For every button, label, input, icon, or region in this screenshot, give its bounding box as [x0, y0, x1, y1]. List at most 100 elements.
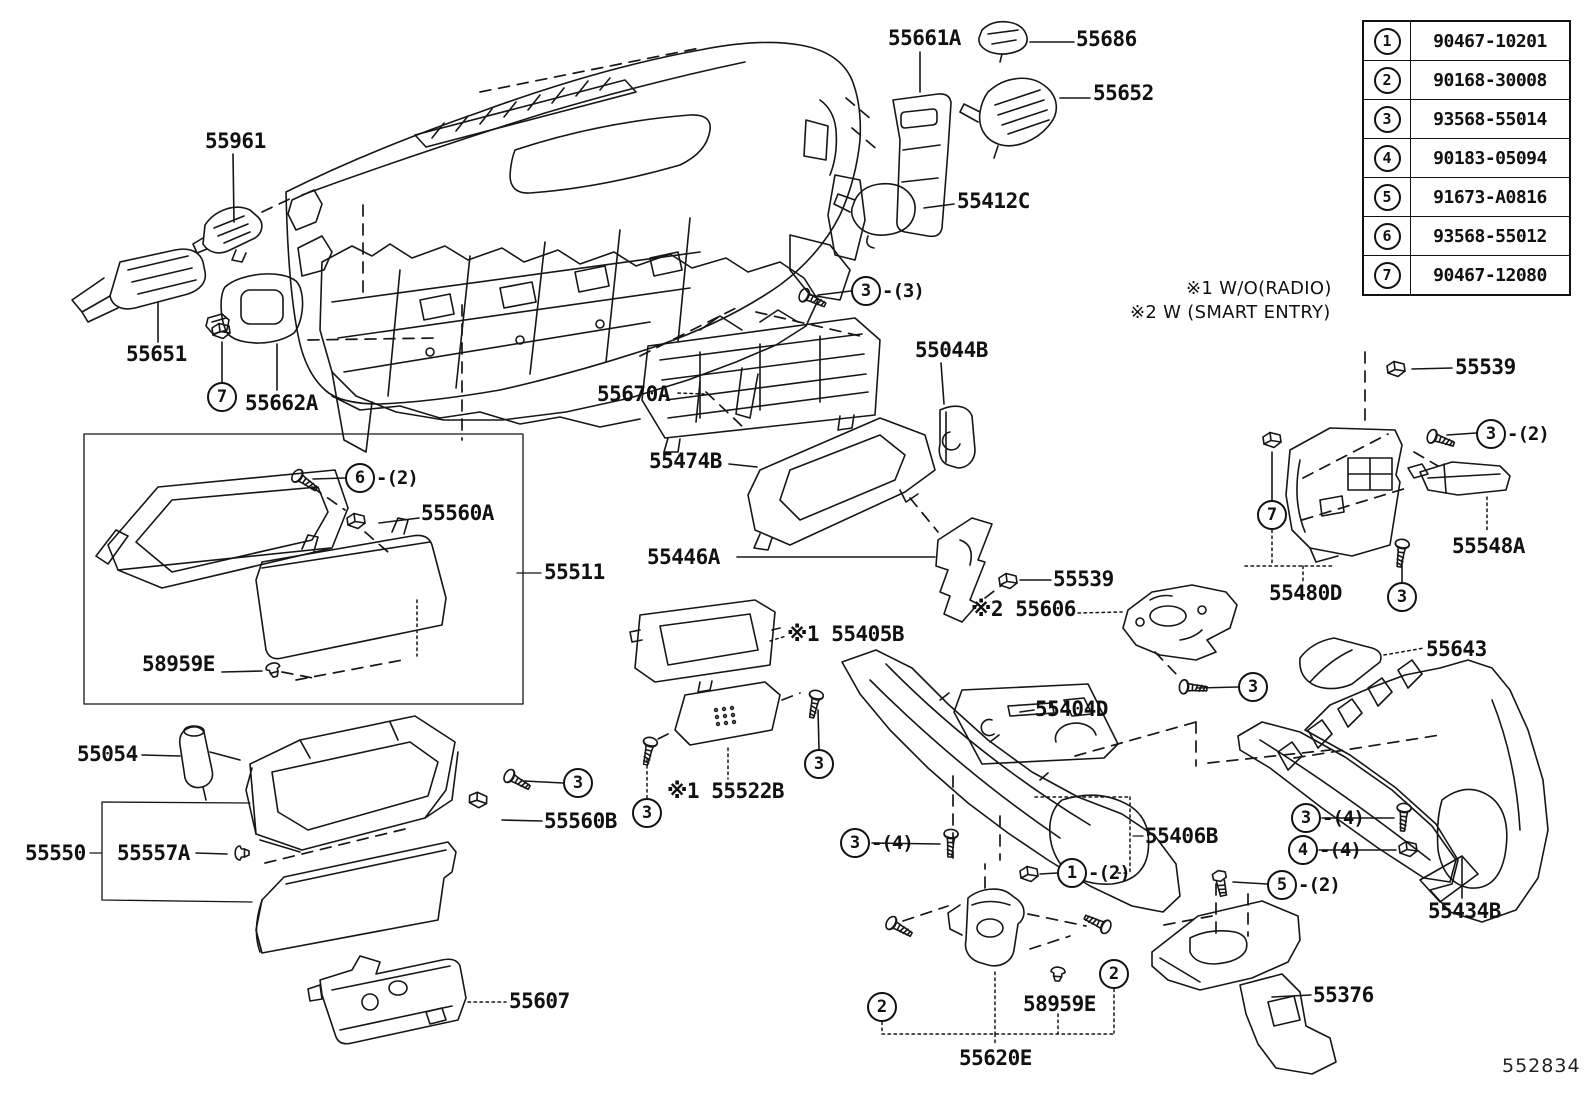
alignment-dashes — [261, 97, 1441, 950]
callout-qty: -(2) — [1088, 862, 1131, 884]
callout-circle[interactable]: 5 — [1267, 870, 1297, 900]
callout-7-left[interactable]: 7 — [207, 382, 238, 412]
part-label-55376[interactable]: 55376 — [1313, 983, 1374, 1007]
callout-qty: -(4) — [1322, 807, 1365, 829]
part-label-55560B[interactable]: 55560B — [544, 809, 617, 833]
part-label-55670A[interactable]: 55670A — [597, 382, 670, 406]
part-label-55054[interactable]: 55054 — [77, 742, 138, 766]
callout-3-a[interactable]: 3 — [563, 768, 594, 798]
part-art-55054 — [178, 725, 214, 801]
callout-circle[interactable]: 4 — [1288, 835, 1318, 865]
callout-circle[interactable]: 2 — [1099, 959, 1129, 989]
part-art-55620E — [947, 888, 1025, 967]
callout-2-left[interactable]: 2 — [867, 992, 898, 1022]
part-label-58959E-bot[interactable]: 58959E — [1023, 992, 1096, 1016]
part-art-55606 — [1122, 584, 1238, 661]
callout-qty: -(4) — [871, 832, 914, 854]
part-label-55539-top[interactable]: 55539 — [1455, 355, 1516, 379]
part-label-55405B[interactable]: ※1 55405B — [787, 622, 905, 646]
part-label-58959E-top[interactable]: 58959E — [142, 652, 215, 676]
part-label-55522B[interactable]: ※1 55522B — [667, 779, 785, 803]
part-art-55651 — [71, 248, 207, 323]
fastener-row[interactable]: 2 90168-30008 — [1362, 60, 1571, 100]
callout-7-right[interactable]: 7 — [1257, 500, 1288, 530]
callout-3x2[interactable]: 3-(2) — [1476, 419, 1550, 449]
callout-3-e[interactable]: 3 — [1238, 672, 1269, 702]
part-art-55480D — [1285, 427, 1403, 563]
callout-circle[interactable]: 1 — [1057, 858, 1087, 888]
part-label-55651[interactable]: 55651 — [126, 342, 187, 366]
part-label-55412C[interactable]: 55412C — [957, 189, 1030, 213]
fastener-part-number: 90467-10201 — [1410, 20, 1571, 61]
part-label-55404D[interactable]: 55404D — [1035, 697, 1108, 721]
part-label-55686[interactable]: 55686 — [1076, 27, 1137, 51]
grouping-lines — [83, 433, 1334, 1047]
callout-circle[interactable]: 3 — [1476, 419, 1506, 449]
callout-circle[interactable]: 3 — [632, 798, 662, 828]
part-label-55539-mid[interactable]: 55539 — [1053, 567, 1114, 591]
fastener-row[interactable]: 7 90467-12080 — [1362, 255, 1571, 296]
part-label-55406B[interactable]: 55406B — [1145, 824, 1218, 848]
part-label-55548A[interactable]: 55548A — [1452, 534, 1525, 558]
diagram-code: 552834 — [1502, 1055, 1581, 1077]
callout-circle[interactable]: 3 — [851, 276, 881, 306]
part-art-glovebox-frame — [95, 469, 349, 589]
callout-3x4-left[interactable]: 3-(4) — [840, 828, 914, 858]
fastener-table: 1 90467-10201 2 90168-30008 3 93568-5501… — [1362, 20, 1571, 296]
callout-5x2[interactable]: 5-(2) — [1267, 870, 1341, 900]
callout-circle[interactable]: 7 — [207, 382, 237, 412]
part-label-55434B[interactable]: 55434B — [1428, 899, 1501, 923]
callout-leaders — [221, 290, 1477, 885]
part-art-55548A — [1407, 461, 1511, 496]
fastener-row[interactable]: 4 90183-05094 — [1362, 138, 1571, 178]
callout-3-b[interactable]: 3 — [632, 798, 663, 828]
part-art-55662A — [205, 273, 304, 344]
callout-6x2[interactable]: 6-(2) — [345, 463, 419, 493]
part-art-55404D — [953, 683, 1119, 765]
callout-3x4-right[interactable]: 3-(4) — [1291, 803, 1365, 833]
fastener-row[interactable]: 3 93568-55014 — [1362, 99, 1571, 139]
callout-4x4[interactable]: 4-(4) — [1288, 835, 1362, 865]
callout-circle[interactable]: 7 — [1257, 500, 1287, 530]
part-label-55044B[interactable]: 55044B — [915, 338, 988, 362]
fastener-row[interactable]: 6 93568-55012 — [1362, 216, 1571, 256]
part-art-glovebox-door — [255, 841, 457, 954]
part-art-55044B — [938, 405, 976, 469]
part-label-55606[interactable]: ※2 55606 — [971, 597, 1076, 621]
callout-3-d[interactable]: 3 — [1387, 582, 1418, 612]
callout-2-right[interactable]: 2 — [1099, 959, 1130, 989]
part-label-55511[interactable]: 55511 — [544, 560, 605, 584]
part-label-55557A[interactable]: 55557A — [117, 841, 190, 865]
part-label-55620E[interactable]: 55620E — [959, 1046, 1032, 1070]
part-label-55662A[interactable]: 55662A — [245, 391, 318, 415]
part-label-55560A[interactable]: 55560A — [421, 501, 494, 525]
fastener-part-number: 91673-A0816 — [1410, 177, 1571, 217]
part-label-55474B[interactable]: 55474B — [649, 449, 722, 473]
callout-circle[interactable]: 3 — [1291, 803, 1321, 833]
part-art-55522B — [674, 681, 781, 746]
callout-3x3[interactable]: 3-(3) — [851, 276, 925, 306]
callout-3-c[interactable]: 3 — [804, 749, 835, 779]
part-label-55480D[interactable]: 55480D — [1269, 581, 1342, 605]
callout-circle[interactable]: 6 — [345, 463, 375, 493]
callout-circle[interactable]: 3 — [1238, 672, 1268, 702]
fastener-row[interactable]: 1 90467-10201 — [1362, 20, 1571, 61]
fastener-row[interactable]: 5 91673-A0816 — [1362, 177, 1571, 217]
part-art-55961 — [192, 206, 263, 263]
part-label-55607[interactable]: 55607 — [509, 989, 570, 1013]
part-label-55661A[interactable]: 55661A — [888, 26, 961, 50]
callout-circle[interactable]: 3 — [1387, 582, 1417, 612]
callout-qty: -(2) — [1298, 874, 1341, 896]
fastener-part-number: 93568-55012 — [1410, 216, 1571, 256]
callout-circle[interactable]: 3 — [563, 768, 593, 798]
part-label-55446A[interactable]: 55446A — [647, 545, 720, 569]
part-label-55643[interactable]: 55643 — [1426, 637, 1487, 661]
part-label-55550[interactable]: 55550 — [25, 841, 86, 865]
part-art-55661A — [892, 93, 952, 238]
callout-circle[interactable]: 2 — [867, 992, 897, 1022]
callout-circle[interactable]: 3 — [840, 828, 870, 858]
part-label-55652[interactable]: 55652 — [1093, 81, 1154, 105]
callout-circle[interactable]: 3 — [804, 749, 834, 779]
part-label-55961[interactable]: 55961 — [205, 129, 266, 153]
callout-1x2[interactable]: 1-(2) — [1057, 858, 1131, 888]
